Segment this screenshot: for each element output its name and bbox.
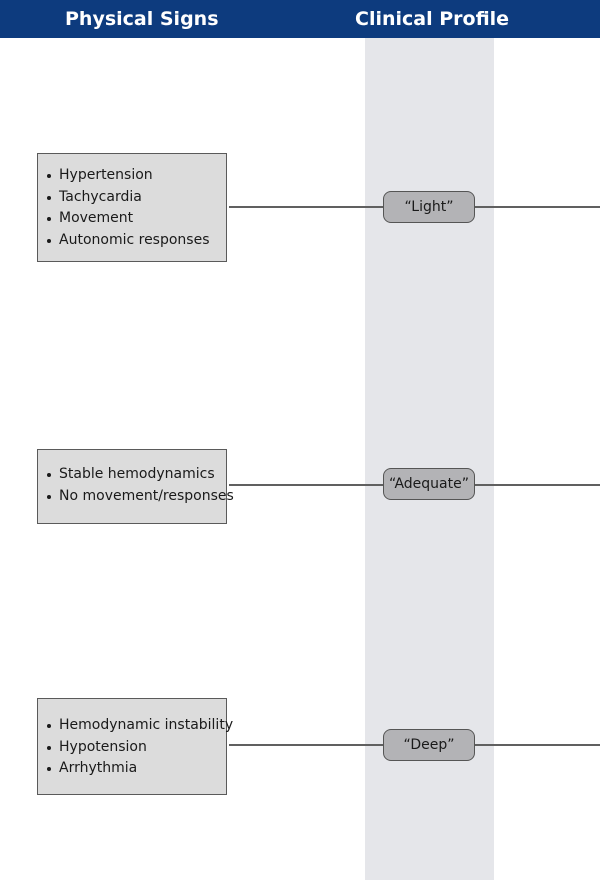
- clinical-profile-heading: Clinical Profile: [355, 8, 510, 30]
- signs-box-light: Hypertension Tachycardia Movement Autono…: [37, 153, 227, 262]
- sign-item: Hypertension: [38, 165, 226, 187]
- signs-box-adequate: Stable hemodynamics No movement/response…: [37, 449, 234, 524]
- profile-pill-adequate: “Adequate”: [383, 468, 475, 500]
- signs-box-deep: Hemodynamic instability Hypotension Arrh…: [37, 698, 233, 795]
- sign-item: Tachycardia: [38, 187, 226, 209]
- profile-pill-deep: “Deep”: [383, 729, 475, 761]
- signs-list-adequate: Stable hemodynamics No movement/response…: [38, 464, 234, 508]
- sign-item: Hypotension: [38, 737, 226, 759]
- signs-list-deep: Hemodynamic instability Hypotension Arrh…: [38, 715, 233, 780]
- sign-item: Movement: [38, 208, 226, 230]
- sign-item: Stable hemodynamics: [38, 464, 226, 486]
- signs-list-light: Hypertension Tachycardia Movement Autono…: [38, 165, 226, 251]
- profile-pill-light: “Light”: [383, 191, 475, 223]
- sign-item: No movement/responses: [38, 486, 234, 508]
- physical-signs-heading: Physical Signs: [65, 8, 219, 30]
- sign-item: Hemodynamic instability: [38, 715, 233, 737]
- sign-item: Arrhythmia: [38, 758, 226, 780]
- sign-item: Autonomic responses: [38, 230, 226, 252]
- header-bar: Physical Signs Clinical Profile: [0, 0, 600, 38]
